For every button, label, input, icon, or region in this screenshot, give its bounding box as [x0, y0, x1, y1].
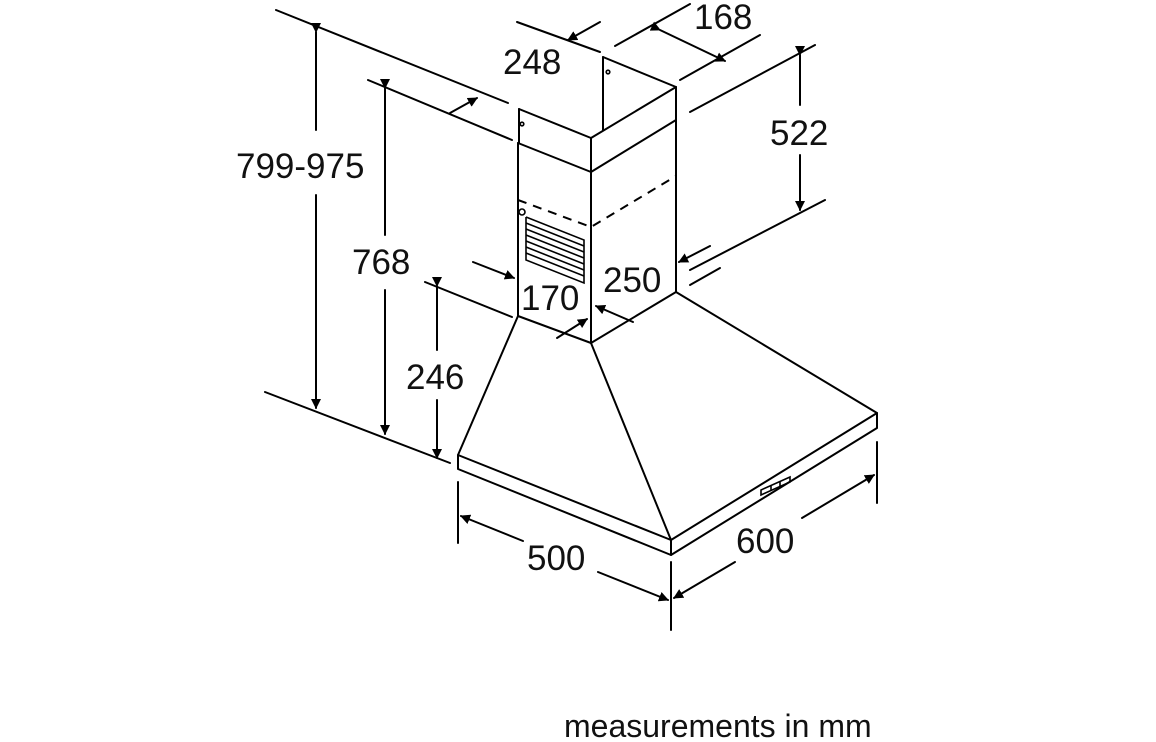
- dim-168: 168: [694, 0, 752, 37]
- dim-248: 248: [503, 43, 561, 82]
- vent-grille-icon: [525, 216, 585, 285]
- dim-768: 768: [352, 243, 410, 282]
- units-caption: measurements in mm: [564, 708, 872, 742]
- dim-hood-height: 246: [406, 358, 464, 397]
- dim-522: 522: [770, 114, 828, 153]
- dim-total-height: 799-975: [236, 147, 364, 186]
- dim-500: 500: [527, 539, 585, 578]
- dim-600: 600: [736, 522, 794, 561]
- dim-250: 250: [603, 261, 661, 300]
- dim-170: 170: [521, 279, 579, 318]
- hood-drawing: [457, 56, 878, 556]
- dimension-lines: [264, 3, 878, 631]
- control-panel-icon: [760, 475, 791, 497]
